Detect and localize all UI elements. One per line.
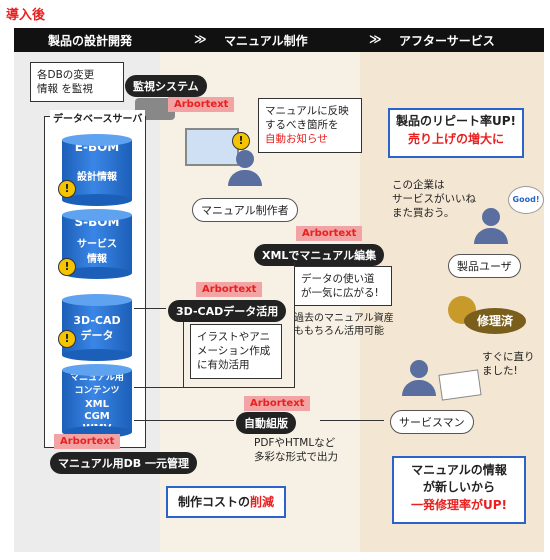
cad-title: 3D-CAD データ <box>73 314 121 342</box>
manual-database: マニュアル用 コンテンツ XML CGM WMV <box>62 364 132 438</box>
connector-line <box>134 308 166 309</box>
connector-line <box>320 420 384 421</box>
repeat-line-2: 売り上げの増大に <box>407 132 504 146</box>
ebom-sub: 設計情報 <box>77 172 117 183</box>
fix-rate-callout: マニュアルの情報 が新しいから 一発修理率がUP! <box>392 456 526 524</box>
xml-edit-label: XMLでマニュアル編集 <box>254 244 385 266</box>
auto-layout-label: 自動組版 <box>236 412 296 434</box>
arbortext-badge: Arbortext <box>244 396 311 411</box>
warning-icon: ! <box>58 330 76 348</box>
ebom-database: E-BOM 設計情報 <box>62 134 132 206</box>
db-server-label: データベースサーバ <box>50 110 146 125</box>
arbortext-badge: Arbortext <box>196 282 263 297</box>
ebom-title: E-BOM <box>74 140 120 154</box>
connector-line <box>134 387 294 388</box>
cost-highlight: 削減 <box>250 495 275 509</box>
notify-box: マニュアルに反映 するべき箇所を 自動お知らせ <box>258 98 362 153</box>
warning-icon: ! <box>58 180 76 198</box>
repeat-line-1: 製品のリピート率UP! <box>395 114 516 128</box>
manual-db-title: マニュアル用 コンテンツ <box>70 373 124 396</box>
auto-layout-note: PDFやHTMLなど 多彩な形式で出力 <box>254 437 338 464</box>
serviceman-avatar <box>402 360 436 396</box>
good-bubble: Good! <box>508 186 544 214</box>
author-avatar <box>228 150 262 186</box>
arbortext-badge: Arbortext <box>54 434 121 449</box>
notify-text: マニュアルに反映 するべき箇所を <box>265 105 349 132</box>
connector-line <box>134 420 234 421</box>
arrow-icon: ≫ <box>194 32 207 46</box>
cad-database: 3D-CAD データ <box>62 294 132 361</box>
warning-icon: ! <box>58 258 76 276</box>
manual-db-label: マニュアル用DB 一元管理 <box>50 452 198 474</box>
cad-usage-label: 3D-CADデータ活用 <box>168 300 287 322</box>
fix-line-1: マニュアルの情報 <box>411 463 507 477</box>
connector-line <box>183 322 184 388</box>
user-speech: この企業は サービスがいいね また買おう。 <box>392 179 476 220</box>
notify-highlight: 自動お知らせ <box>265 133 328 146</box>
sbom-sub: サービス 情報 <box>77 239 117 265</box>
page-title: 導入後 <box>6 8 46 23</box>
warning-icon: ! <box>232 132 250 150</box>
fix-highlight: 一発修理率がUP! <box>410 497 507 512</box>
stage-header: 製品の設計開発 ≫ マニュアル制作 ≫ アフターサービス <box>14 28 544 52</box>
xml-note: データの使い道 が一気に広がる! <box>294 266 392 307</box>
user-avatar <box>474 208 508 244</box>
cost-reduction-callout: 制作コストの削減 <box>166 486 286 518</box>
xml-sub: 過去のマニュアル資産 ももちろん活用可能 <box>294 313 394 337</box>
arrow-icon: ≫ <box>369 32 382 46</box>
repeat-rate-callout: 製品のリピート率UP! 売り上げの増大に <box>388 108 524 158</box>
fixed-speech: すぐに直り ました! <box>482 351 535 378</box>
fix-line-2: が新しいから <box>422 480 495 495</box>
sbom-title: S-BOM <box>74 215 120 229</box>
cost-text: 制作コストの <box>177 495 250 509</box>
arbortext-badge: Arbortext <box>296 226 363 241</box>
stage-manual: マニュアル制作 <box>224 34 308 48</box>
cad-note: イラストやアニ メーション作成 に有効活用 <box>190 324 282 379</box>
author-label: マニュアル制作者 <box>192 198 298 222</box>
stage-after-service: アフターサービス <box>399 34 495 48</box>
stage-design: 製品の設計開発 <box>48 34 133 48</box>
manual-db-formats: XML CGM WMV <box>82 399 112 434</box>
connector-line <box>294 262 295 388</box>
serviceman-label: サービスマン <box>390 410 474 434</box>
manual-book-icon <box>438 369 482 401</box>
repaired-badge: 修理済 <box>464 308 526 334</box>
arbortext-badge: Arbortext <box>168 97 235 112</box>
db-change-note: 各DBの変更 情報 を監視 <box>30 62 124 103</box>
monitor-system-label: 監視システム <box>125 75 207 97</box>
user-label: 製品ユーザ <box>448 254 521 278</box>
